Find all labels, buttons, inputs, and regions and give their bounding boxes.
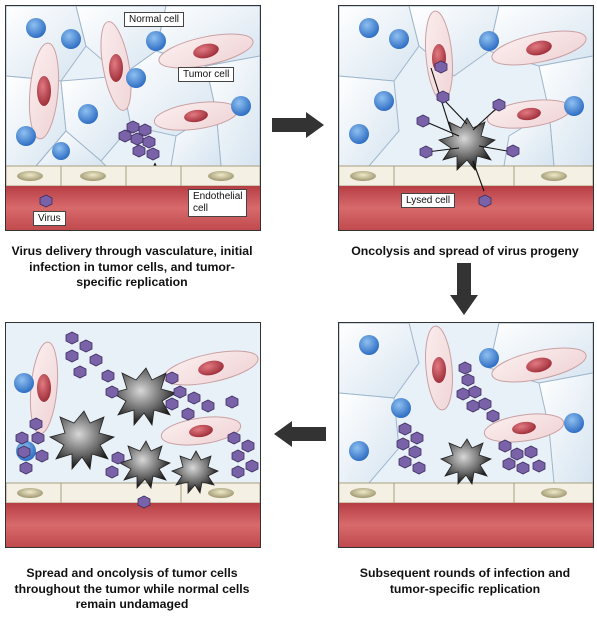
caption-line: remain undamaged bbox=[75, 597, 189, 611]
panel-virus-delivery: Normal cell Tumor cell Endothelial cell … bbox=[5, 5, 261, 231]
label-tumor-cell: Tumor cell bbox=[178, 67, 235, 82]
caption-spread-throughout-tumor: Spread and oncolysis of tumor cells thro… bbox=[0, 566, 264, 613]
arrow-down-icon bbox=[450, 263, 478, 315]
arrow-left-icon bbox=[274, 421, 326, 447]
arrow-right-icon bbox=[272, 112, 324, 138]
label-virus: Virus bbox=[33, 211, 66, 226]
caption-line: Oncolysis and spread of virus progeny bbox=[351, 244, 579, 258]
label-endothelial-line2: cell bbox=[193, 203, 209, 214]
panel-2-illustration bbox=[339, 6, 593, 230]
caption-line: Subsequent rounds of infection and bbox=[359, 566, 571, 580]
label-normal-cell: Normal cell bbox=[124, 12, 185, 27]
panel-1-illustration bbox=[6, 6, 260, 230]
panel-spread-throughout-tumor bbox=[5, 322, 261, 548]
label-endothelial-cell: Endothelial cell bbox=[188, 189, 248, 217]
caption-subsequent-rounds: Subsequent rounds of infection and tumor… bbox=[333, 566, 597, 597]
lysed-cell-starburst bbox=[440, 438, 492, 486]
caption-line: tumor-specific replication bbox=[389, 581, 541, 596]
caption-line: Virus delivery through vasculature, init… bbox=[11, 244, 253, 258]
label-endothelial-line1: Endothelial bbox=[193, 191, 243, 202]
caption-line: throughout the tumor while normal cells bbox=[14, 581, 250, 596]
caption-virus-delivery: Virus delivery through vasculature, init… bbox=[0, 244, 264, 291]
caption-line: Spread and oncolysis of tumor cells bbox=[26, 566, 238, 580]
caption-line: infection in tumor cells, and tumor- bbox=[29, 259, 235, 274]
panel-4-illustration bbox=[6, 331, 260, 547]
panel-3-illustration bbox=[339, 323, 593, 547]
label-lysed-cell: Lysed cell bbox=[401, 193, 456, 208]
panel-oncolysis-spread: Lysed cell bbox=[338, 5, 594, 231]
caption-line: specific replication bbox=[76, 275, 188, 289]
panel-subsequent-rounds bbox=[338, 322, 594, 548]
caption-oncolysis-spread: Oncolysis and spread of virus progeny bbox=[333, 244, 597, 260]
lysed-cell-starburst bbox=[438, 117, 496, 171]
